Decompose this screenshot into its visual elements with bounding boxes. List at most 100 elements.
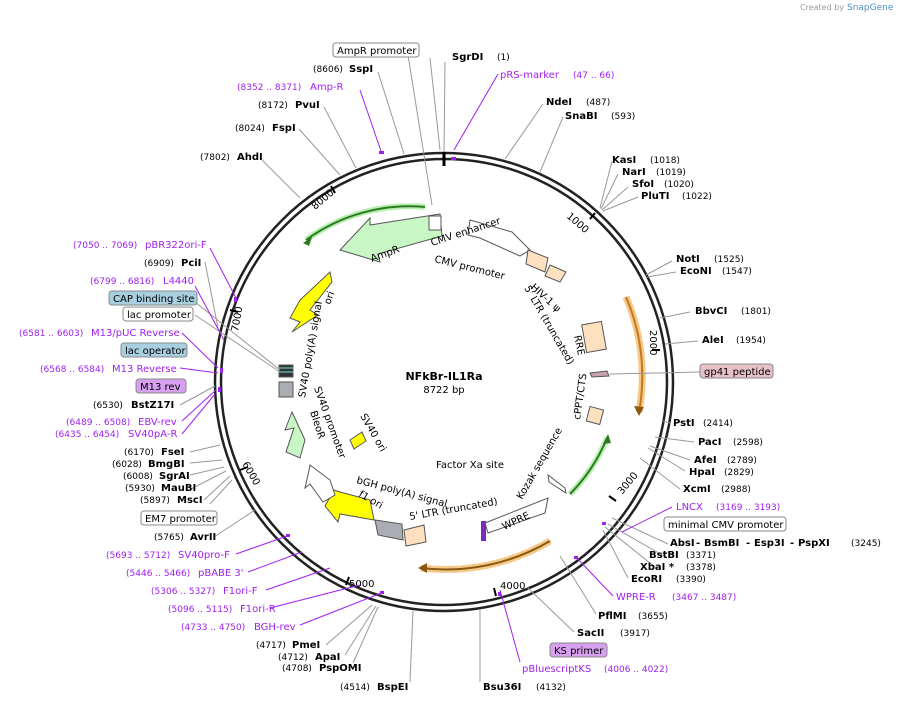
leader-line: [604, 526, 656, 568]
enzyme-nari: NarI: [622, 167, 646, 178]
feature-f1-ori: [374, 519, 404, 541]
highlight-arc-rre: [622, 295, 646, 413]
primer-m13-reverse: M13 Reverse: [112, 364, 177, 375]
primer-leader-line: [621, 506, 673, 533]
feature-bleor: [284, 410, 306, 459]
primer-sites: [218, 151, 606, 596]
primer-pbabe-pos: (5446 .. 5466): [126, 569, 190, 579]
tick-label-8000: 8000: [310, 188, 337, 213]
primer-m13-puc: M13/pUC Reverse: [91, 328, 180, 339]
green-arc-ampr-line: [305, 205, 426, 241]
enzyme-bstz17i: BstZ17I: [131, 400, 174, 411]
leader-line: [190, 470, 227, 490]
enzyme-pspomi-pos: (4708): [282, 664, 312, 674]
primer-leader-line: [574, 555, 614, 597]
enzyme-sgrai: SgrAI: [159, 471, 190, 482]
primer-f1ori-f-pos: (5306 .. 5327): [151, 587, 215, 597]
primer-l4440-pos: (6799 .. 6816): [90, 277, 154, 287]
enzyme-nari-pos: (1019): [656, 168, 686, 178]
feature-tag-ks-primer-text: KS primer: [554, 646, 604, 657]
enzyme-fspi-pos: (8024): [235, 124, 265, 134]
primer-amp-r-pos: (8352 .. 8371): [237, 83, 301, 93]
primer-sv40pro-f-pos: (5693 .. 5712): [106, 551, 170, 561]
enzyme-sspi-pos: (8606): [313, 65, 343, 75]
feature-tag-gp41-text: gp41 peptide: [704, 367, 771, 378]
enzyme-bbvci-pos: (1801): [741, 307, 771, 317]
enzyme-paci-pos: (2598): [733, 438, 763, 448]
leader-line: [664, 340, 699, 345]
feature-rre: [581, 320, 607, 354]
leader-line: [325, 604, 373, 646]
enzyme-bmgbi-pos: (6028): [112, 460, 142, 470]
enzyme-ndei-pos: (487): [586, 98, 610, 108]
enzyme-bsu36i: Bsu36I: [483, 682, 521, 693]
tick-label-2000: 2000: [647, 330, 658, 355]
leader-line: [344, 605, 377, 656]
enzyme-noti: NotI: [676, 254, 700, 265]
leader-line: [179, 385, 216, 406]
primer-ebv-rev: EBV-rev: [138, 417, 177, 428]
primer-pbluescriptks-pos: (4006 .. 4022): [604, 665, 668, 675]
enzyme-hpai: HpaI: [689, 467, 715, 478]
arc-arrowhead: [303, 237, 312, 246]
feature-gp41: [589, 370, 610, 378]
leader-line: [654, 436, 695, 443]
primer-site: [218, 387, 221, 392]
primer-leader-line: [299, 591, 385, 626]
enzyme-pspomi: PspOMI: [319, 663, 361, 674]
enzyme-sfoi-pos: (1020): [664, 180, 694, 190]
feature-ampr-arrow: [339, 213, 443, 263]
green-arc-kozak: [567, 436, 610, 497]
enzyme-psti: PstI: [673, 418, 695, 429]
enzyme-fsei-pos: (6170): [124, 448, 154, 458]
feature-kozak-box: [547, 473, 567, 495]
primer-lncx: LNCX: [676, 502, 703, 513]
enzyme-afei-pos: (2789): [727, 456, 757, 466]
primer-prs-marker: pRS-marker: [500, 70, 560, 81]
leader-line: [662, 420, 671, 424]
feature-ori-arrow: [289, 271, 333, 333]
feature-tag-minimal-cmv: [663, 516, 787, 532]
primer-l4440: L4440: [163, 276, 194, 287]
tick-label-6000: 6000: [239, 460, 261, 488]
primer-sv40pa-r: SV40pA-R: [128, 429, 177, 440]
primer-ebv-rev-pos: (6489 .. 6508): [66, 418, 130, 428]
enzyme-absi-pos: (3245): [851, 539, 881, 549]
primer-pbluescriptks: pBluescriptKS: [522, 664, 591, 675]
feature-tag-lac-operator: [120, 342, 188, 358]
feature-tag-lac-promoter-text: lac promoter: [127, 310, 192, 321]
enzyme-kasi-pos: (1018): [650, 156, 680, 166]
primer-site: [574, 556, 578, 559]
enzyme-pvui: PvuI: [295, 100, 320, 111]
enzyme-avrii: AvrII: [190, 532, 216, 543]
enzyme-ahdi: AhdI: [237, 152, 263, 163]
tick-label-7000: 7000: [230, 306, 245, 333]
enzyme-bspei: BspEI: [377, 682, 408, 693]
enzyme-snabi-pos: (593): [611, 112, 635, 122]
tick-mark: [330, 185, 336, 194]
enzyme-pspxi: PspXI: [798, 538, 830, 549]
leader-line: [323, 106, 357, 169]
leader-line: [602, 529, 629, 579]
enzyme-alei-pos: (1954): [736, 336, 766, 346]
enzyme-maubi-pos: (5930): [125, 484, 155, 494]
feature-wpre: [484, 497, 549, 534]
primer-leader-line: [181, 393, 216, 435]
enzyme-hpai-pos: (2829): [724, 468, 754, 478]
feature-tag-ks-primer: [549, 642, 608, 658]
primer-site: [380, 591, 384, 594]
enzyme-pvui-pos: (8172): [258, 101, 288, 111]
primer-sv40pro-f: SV40pro-F: [178, 550, 230, 561]
leader-line: [559, 555, 597, 615]
primer-pbr322ori-f: pBR322ori-F: [145, 240, 207, 251]
enzyme-pflmi: PflMI: [598, 611, 626, 622]
leader-line: [611, 517, 669, 545]
leader-line: [649, 445, 691, 461]
feature-tag-lac-promoter: [122, 306, 194, 322]
primer-site: [498, 592, 501, 596]
tick-label-5000: 5000: [349, 579, 374, 590]
leader-line: [526, 586, 575, 633]
tick-mark: [589, 212, 596, 220]
